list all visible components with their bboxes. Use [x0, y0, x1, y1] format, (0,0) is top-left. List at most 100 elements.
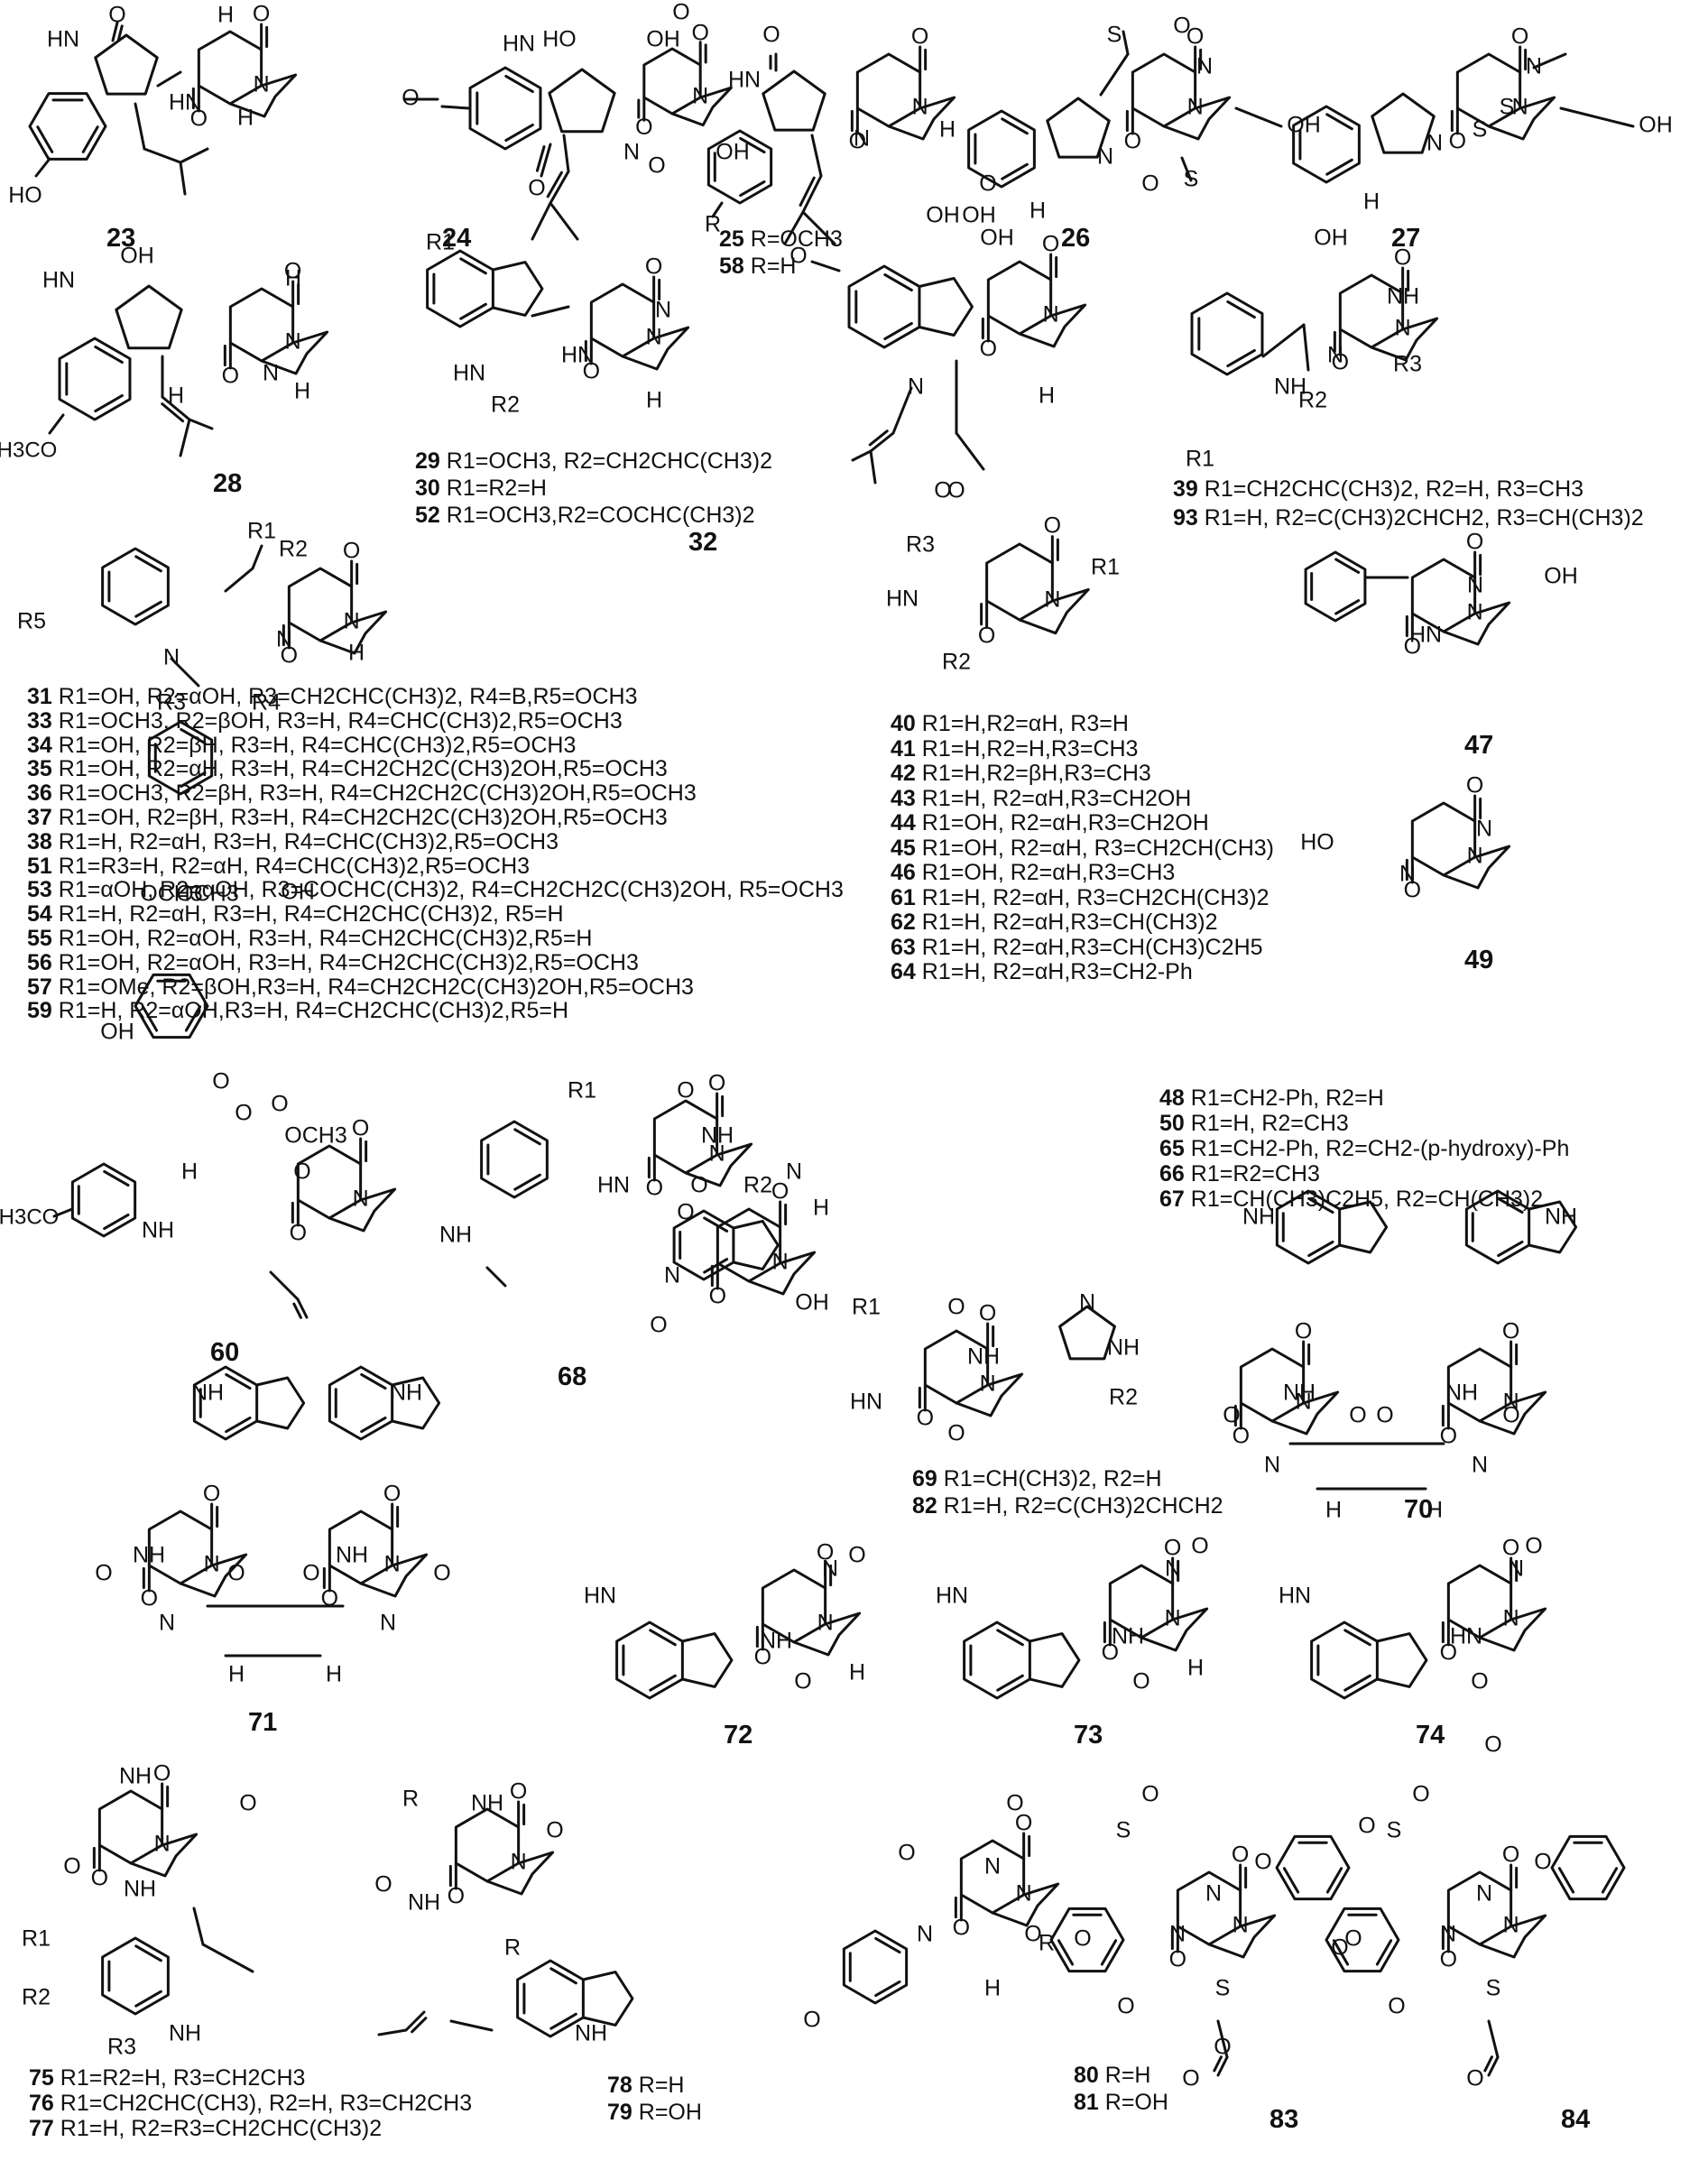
compound-number-32: 32: [688, 528, 718, 557]
bond: [1302, 323, 1310, 372]
bond: [485, 1266, 507, 1288]
bond: [549, 1967, 577, 1985]
atom-label: OCH3: [176, 882, 238, 907]
compound-number-24: 24: [442, 224, 472, 253]
atom-label: O: [691, 20, 708, 45]
compound-number: 31: [27, 684, 52, 709]
atom-label: HN: [886, 586, 919, 612]
atom-label: OH: [100, 1020, 134, 1045]
r-group-definition: R1=OCH3, R2=βOH, R3=H, R4=CHC(CH3)2,R5=O…: [58, 707, 623, 734]
atom-label: N: [159, 1611, 175, 1636]
atom-label: O: [1015, 1811, 1032, 1836]
compound-number-28: 28: [213, 469, 243, 498]
atom-label: O: [1484, 1732, 1501, 1758]
atom-label: H: [646, 388, 662, 413]
bond: [359, 1553, 429, 1598]
atom-label: O: [672, 0, 689, 25]
atom-label: N: [822, 1556, 838, 1582]
compound-number: 78: [607, 2073, 632, 2098]
r-group-definition: R1=OH, R2=αH, R3=CH2CH(CH3): [921, 835, 1275, 861]
atom-label: NH: [336, 1543, 368, 1568]
bond: [883, 321, 913, 341]
atom-label: O: [546, 1818, 563, 1843]
atom-label: N: [1296, 1390, 1312, 1415]
atom-label: O: [947, 478, 965, 503]
bond: [192, 1907, 205, 1946]
atom-label: NH: [1107, 1335, 1140, 1361]
bond: [201, 1943, 254, 1973]
r-group-definition: R1=OH, R2=αOH, R3=CH2CHC(CH3)2, R4=B,R5=…: [58, 684, 638, 709]
atom-label: O: [1502, 1319, 1519, 1344]
bond: [134, 102, 146, 151]
atom-label: H: [1029, 199, 1046, 224]
atom-label: N: [980, 1371, 996, 1397]
atom-label: O: [1440, 1424, 1457, 1449]
atom-label: O: [1223, 1403, 1240, 1428]
bond: [1216, 2055, 1229, 2077]
compound-number: 25: [719, 226, 744, 252]
atom-label: N: [1467, 844, 1483, 869]
bond: [70, 1162, 137, 1238]
bond: [134, 1990, 162, 2008]
atom-label: R3: [157, 690, 186, 716]
compound-number: 43: [891, 785, 916, 811]
atom-label: O: [402, 86, 419, 111]
bond: [115, 284, 183, 350]
atom-label: NH: [575, 2021, 607, 2046]
bond: [287, 567, 354, 642]
compound-number: 80: [1074, 2063, 1099, 2088]
bond: [180, 727, 207, 745]
bond: [103, 1213, 130, 1231]
bond: [549, 170, 570, 205]
r-group-definition: R1=H, R2=αH,R3=CH2-Ph: [921, 959, 1193, 984]
bond: [891, 386, 913, 435]
atom-label: O: [284, 259, 301, 284]
atom-label: HN: [503, 32, 535, 57]
r-group-definition: R1=H, R2=CH3: [1190, 1111, 1349, 1136]
r-group-definition: R1=OCH3, R2=CH2CHC(CH3)2: [446, 448, 772, 474]
atom-label: O: [1214, 2035, 1231, 2060]
bond: [801, 210, 836, 245]
atom-label: NH: [1274, 374, 1306, 400]
atom-label: OH: [120, 244, 154, 269]
atom-label: R1: [426, 230, 455, 255]
r-group-definition: R1=R2=H, R3=CH2CH3: [60, 2065, 306, 2091]
atom-label: HN: [936, 1584, 968, 1609]
bond: [161, 395, 191, 421]
bond: [810, 260, 841, 272]
compound-number-68: 68: [558, 1362, 587, 1391]
atom-label: O: [1233, 1424, 1250, 1449]
atom-label: O: [528, 176, 545, 201]
bond: [1270, 1390, 1340, 1436]
r-group-row-57: 57 R1=OMe, R2=βOH,R3=H, R4=CH2CH2C(CH3)2…: [27, 974, 694, 1001]
atom-label: H: [181, 1159, 198, 1185]
compound-number: 56: [27, 949, 52, 975]
atom-label: HN: [42, 268, 75, 293]
atom-label: OH: [1639, 113, 1673, 138]
atom-label: O: [1466, 2066, 1483, 2092]
atom-label: R2: [491, 392, 520, 418]
bond: [170, 657, 200, 688]
r-group-definition: R1=R3=H, R2=αH, R4=CHC(CH3)2,R5=OCH3: [58, 853, 531, 879]
bond: [851, 449, 872, 462]
bond: [404, 2010, 426, 2032]
bond: [1487, 2055, 1500, 2077]
compound-number: 38: [27, 828, 52, 854]
atom-label: N: [204, 1552, 220, 1577]
atom-label: O: [293, 1159, 310, 1185]
atom-label: O: [849, 129, 866, 154]
atom-label: O: [1295, 1319, 1312, 1344]
r-group-row-39: 39 R1=CH2CHC(CH3)2, R2=H, R3=CH3: [1173, 476, 1583, 503]
atom-label: HN: [1450, 1624, 1482, 1649]
r-group-definition: R=H: [750, 254, 797, 279]
compound-number: 75: [29, 2065, 54, 2091]
atom-label: O: [352, 1116, 369, 1141]
atom-label: S: [1116, 1818, 1131, 1843]
r-group-row-67: 67 R1=CH(CH3)C2H5, R2=CH(CH3)2: [1159, 1186, 1543, 1213]
atom-label: O: [1449, 129, 1466, 154]
atom-label: H: [228, 1662, 245, 1687]
r-group-definition: R1=OH, R2=αOH, R3=H, R4=CH2CHC(CH3)2,R5=…: [58, 949, 639, 975]
atom-label: N: [1043, 302, 1059, 328]
bond: [103, 1169, 130, 1187]
atom-label: H: [326, 1662, 342, 1687]
